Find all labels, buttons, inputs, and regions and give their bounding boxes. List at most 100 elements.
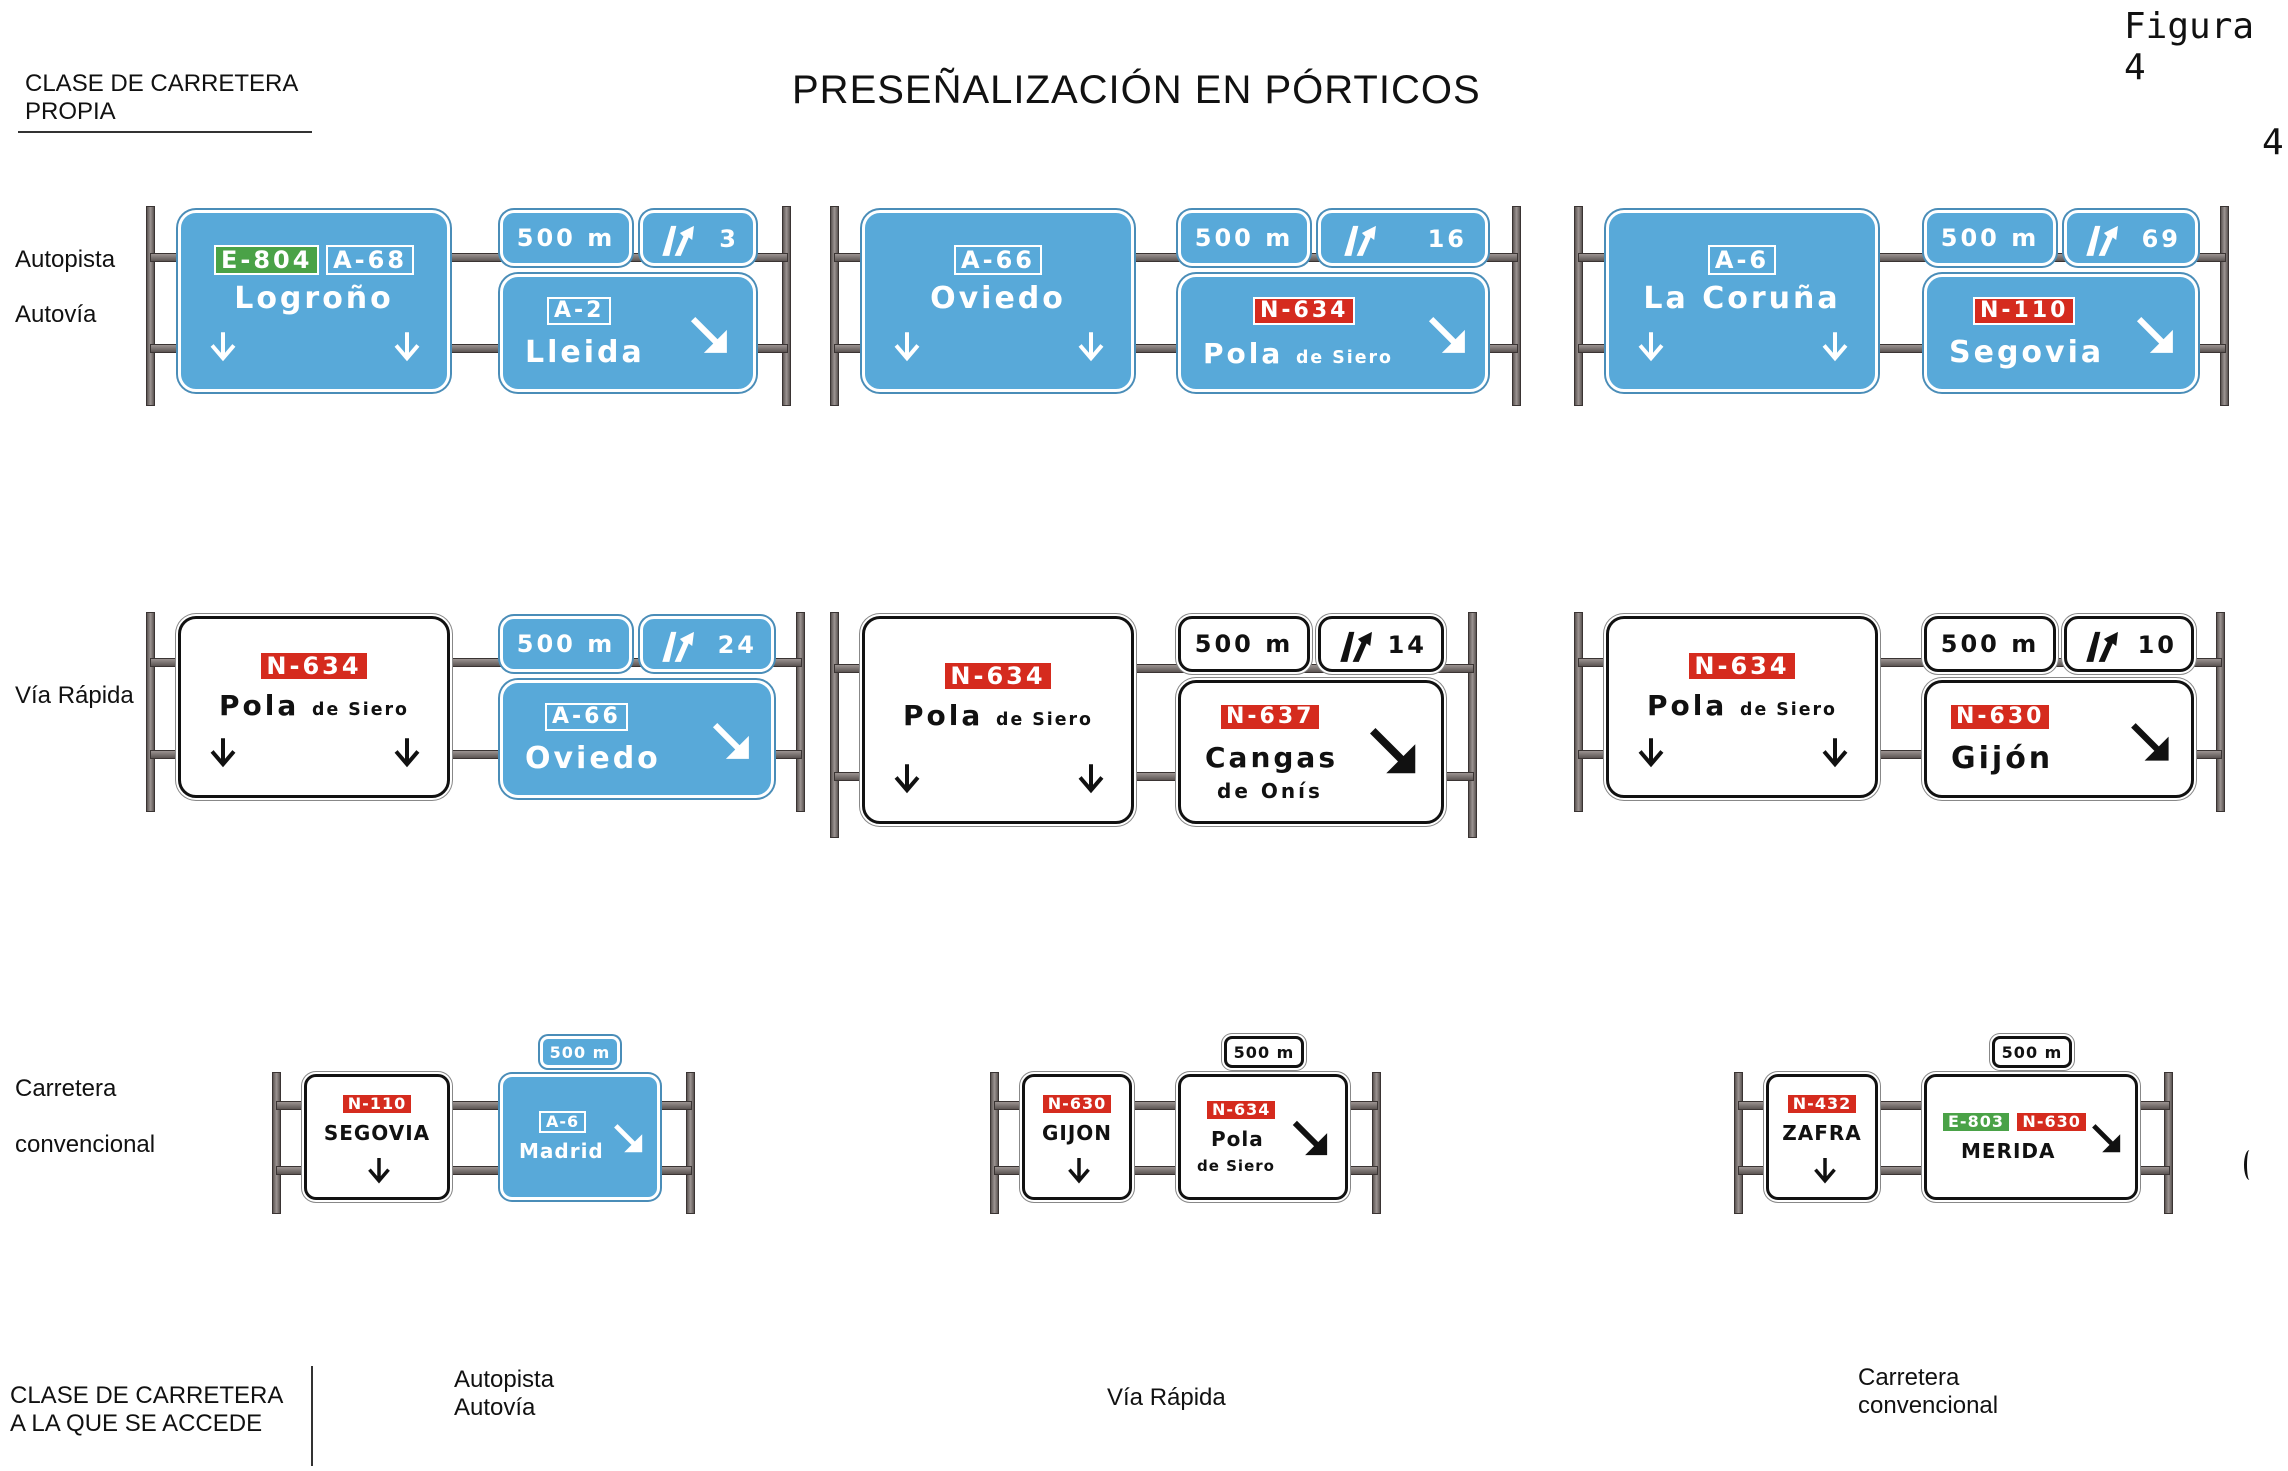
destination-label: Madrid (519, 1139, 604, 1163)
bottom-divider (311, 1366, 313, 1466)
destination-label: Cangas (1205, 741, 1338, 774)
column-label-via-rapida: Vía Rápida (1107, 1384, 1226, 1411)
exit-ramp-icon (2081, 628, 2125, 664)
sign-r2c2-main: N-634 Pola de Siero (862, 616, 1134, 824)
destination-label: de Siero (1197, 1157, 1275, 1175)
arrow-down-icon (1819, 737, 1851, 769)
arrow-down-icon (207, 331, 239, 363)
exit-ramp-icon (657, 222, 701, 258)
arrow-down-right-icon (1425, 313, 1471, 359)
own-road-class-underline (18, 131, 312, 133)
exit-ramp-icon (657, 628, 701, 664)
sign-r1c2-main: A-66 Oviedo (862, 210, 1134, 392)
distance-panel-r1c1: 500 m (500, 210, 632, 266)
destination-label: Pola (1211, 1127, 1264, 1151)
exit-number-panel-r1c3: 69 (2064, 210, 2198, 266)
road-code-badge: A-2 (547, 297, 612, 326)
exit-number-panel-r1c1: 3 (640, 210, 756, 266)
distance-panel-r2c3: 500 m (1924, 616, 2056, 672)
road-code-badge: N-630 (2015, 1111, 2088, 1133)
sign-r3c3-exit: E-803 N-630 MERIDA (1924, 1074, 2138, 1200)
road-code-badge: A-6 (539, 1111, 587, 1133)
exit-number: 10 (2137, 631, 2177, 659)
road-code-badge: N-630 (1949, 703, 2052, 732)
exit-number-panel-r2c1: 24 (640, 616, 774, 672)
exit-ramp-icon (2081, 222, 2125, 258)
row-label-convencional: convencional (15, 1131, 156, 1158)
row-label-autopista: Autopista (15, 246, 116, 273)
sign-r3c2-main: N-630 GIJON (1022, 1074, 1132, 1200)
arrow-down-icon (1065, 1157, 1093, 1185)
arrow-down-icon (391, 737, 423, 769)
exit-number-panel-r1c2: 16 (1318, 210, 1488, 266)
road-code-badge: E-804 (213, 245, 320, 276)
exit-number: 3 (719, 225, 739, 253)
distance-panel-r3c2: 500 m (1224, 1036, 1304, 1068)
sign-r1c1-exit: A-2 Lleida (500, 274, 756, 392)
sign-r3c2-exit: N-634 Pola de Siero (1178, 1074, 1348, 1200)
arrow-down-right-icon (2133, 313, 2179, 359)
exit-ramp-icon (1335, 628, 1379, 664)
sign-r1c3-exit: N-110 Segovia (1924, 274, 2198, 392)
arrow-down-icon (891, 331, 923, 363)
exit-number-panel-r2c3: 10 (2064, 616, 2194, 672)
sign-r3c3-main: N-432 ZAFRA (1766, 1074, 1878, 1200)
destination-label: Segovia (1949, 335, 2105, 370)
road-code-badge: N-634 (1205, 1099, 1278, 1121)
exit-number: 16 (1427, 225, 1467, 253)
destination-label: La Coruña (1643, 281, 1841, 316)
row-label-carretera: Carretera (15, 1075, 117, 1102)
arrow-down-right-icon (611, 1121, 647, 1157)
edge-mark (2244, 1150, 2255, 1180)
accessed-road-class-label: CLASE DE CARRETERA A LA QUE SE ACCEDE (10, 1382, 284, 1437)
arrow-down-right-icon (2127, 719, 2175, 767)
road-code-badge: A-66 (954, 245, 1042, 276)
sign-r2c1-exit: A-66 Oviedo (500, 680, 774, 798)
destination-label: MERIDA (1961, 1139, 2056, 1163)
destination-label: Lleida (525, 335, 645, 370)
arrow-down-icon (207, 737, 239, 769)
exit-ramp-icon (1339, 222, 1383, 258)
road-code-badge: N-634 (1687, 651, 1797, 682)
distance-panel-r1c3: 500 m (1924, 210, 2056, 266)
sign-r2c3-exit: N-630 Gijón (1924, 680, 2194, 798)
road-code-badge: E-803 (1941, 1111, 2011, 1133)
figure-label: Figura 4 (2124, 6, 2255, 88)
arrow-down-icon (1075, 331, 1107, 363)
page-number: 4 (2262, 122, 2284, 163)
road-code-badge: A-66 (545, 703, 628, 732)
own-road-class-label: CLASE DE CARRETERA PROPIA (25, 70, 299, 125)
page-title: PRESEÑALIZACIÓN EN PÓRTICOS (792, 68, 1481, 112)
row-label-autovia: Autovía (15, 301, 97, 328)
arrow-down-right-icon (1365, 723, 1423, 781)
arrow-down-icon (891, 763, 923, 795)
sign-r3c1-main: N-110 SEGOVIA (304, 1074, 450, 1200)
road-code-badge: A-68 (326, 245, 415, 276)
arrow-down-icon (391, 331, 423, 363)
destination-label: Pola de Siero (1203, 337, 1393, 370)
sign-r2c2-exit: N-637 Cangas de Onís (1178, 680, 1444, 824)
arrow-down-icon (1819, 331, 1851, 363)
arrow-down-icon (1075, 763, 1107, 795)
sign-r2c3-main: N-634 Pola de Siero (1606, 616, 1878, 798)
sign-r1c3-main: A-6 La Coruña (1606, 210, 1878, 392)
distance-panel-r2c1: 500 m (500, 616, 632, 672)
destination-label: ZAFRA (1782, 1121, 1862, 1145)
destination-label: GIJON (1041, 1121, 1113, 1145)
arrow-down-icon (1635, 331, 1667, 363)
road-code-badge: N-637 (1219, 703, 1322, 732)
arrow-down-right-icon (687, 313, 733, 359)
road-code-badge: N-634 (1253, 297, 1356, 326)
road-code-badge: N-110 (340, 1093, 414, 1115)
distance-panel-r1c2: 500 m (1178, 210, 1310, 266)
destination-label: Oviedo (930, 281, 1066, 316)
sign-r3c1-exit: A-6 Madrid (500, 1074, 660, 1200)
distance-panel-r2c2: 500 m (1178, 616, 1310, 672)
sign-r2c1-main: N-634 Pola de Siero (178, 616, 450, 798)
exit-number-panel-r2c2: 14 (1318, 616, 1444, 672)
road-code-badge: A-6 (1707, 245, 1777, 276)
sign-r1c2-exit: N-634 Pola de Siero (1178, 274, 1488, 392)
destination-label: Gijón (1951, 741, 2054, 776)
arrow-down-right-icon (709, 719, 755, 765)
column-label-autopista: Autopista Autovía (454, 1366, 555, 1421)
